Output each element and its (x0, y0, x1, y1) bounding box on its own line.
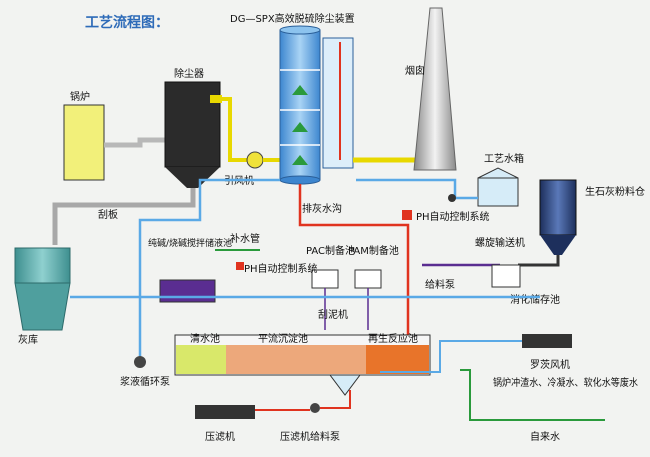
lime-silo-label: 生石灰粉料仓 (585, 185, 645, 198)
dust-collector-shape (164, 81, 221, 168)
diagram-title: 工艺流程图： (85, 14, 169, 31)
pam-label: PAM制备池 (348, 244, 399, 257)
pac-label: PAC制备池 (306, 244, 355, 257)
process-water-pipe (356, 178, 478, 200)
slaking-tank-shape (491, 264, 521, 288)
boiler-label: 锅炉 (70, 91, 90, 103)
tap-water-label: 自来水 (530, 430, 560, 443)
dosing-pipes (324, 288, 369, 330)
tower-bottom (279, 175, 321, 185)
press-feed-pipe (255, 390, 351, 411)
dust-collector-hopper (165, 167, 220, 188)
chimney-label: 烟囱 (405, 64, 425, 77)
settling-pool-sludge (226, 345, 366, 374)
roots-blower-shape (522, 334, 572, 348)
chimney-shape (413, 7, 457, 171)
slurry-recirc-pipe (138, 178, 280, 356)
regen-pool-liquid (366, 345, 429, 374)
clear-pool-label: 清水池 (190, 332, 220, 345)
process-tank-shape (477, 177, 519, 207)
tower-top (279, 25, 321, 35)
lime-silo-cone (540, 235, 576, 255)
ash-bin-shape (14, 247, 71, 284)
tower-label: DG—SPX高效脱硫除尘装置 (230, 12, 355, 25)
fan-shape (246, 151, 264, 169)
drain-ditch-pipe (298, 184, 410, 335)
feed-pump-label: 给料泵 (425, 278, 455, 291)
drain-ditch-label: 排灰水沟 (302, 202, 342, 215)
clear-pool-water (176, 345, 226, 374)
ph-sensor-left-icon (236, 262, 244, 270)
process-tank-label: 工艺水箱 (484, 152, 524, 165)
ash-bin-base (14, 282, 71, 331)
scraper-label: 刮板 (98, 208, 118, 221)
dust-collector-outlet (210, 95, 222, 103)
slaking-tank-label: 消化储存池 (510, 293, 560, 306)
press-feed-pump-icon (310, 403, 320, 413)
screw-conveyor-label: 螺旋输送机 (475, 236, 525, 249)
screw-conveyor-line (518, 255, 560, 267)
tower-arrow-icon-3 (292, 155, 308, 165)
wastewater-label-1: 锅炉冲渣水、冷凝水、软化水等废水 (493, 376, 638, 389)
process-tank-roof (477, 167, 519, 179)
press-feed-pump-label: 压滤机给料泵 (280, 430, 340, 443)
boiler-shape (63, 104, 105, 181)
alkali-tank-label: 纯碱/烧碱搅拌储液池 (148, 237, 232, 249)
settling-pool-label: 平流沉淀池 (258, 332, 308, 345)
filter-press-shape (195, 405, 255, 419)
air-pipe (380, 340, 522, 373)
ph-auto-top-label: PH自动控制系统 (416, 210, 490, 223)
filter-press-label: 压滤机 (205, 430, 235, 443)
ph-sensor-top-icon (402, 210, 412, 220)
scraper-conveyor (52, 188, 196, 245)
regen-pool-label: 再生反应池 (368, 332, 418, 345)
makeup-pipe-label: 补水管 (230, 232, 260, 245)
lime-silo-shape (539, 179, 577, 236)
flue-duct-1 (104, 137, 165, 148)
sludge-hopper (329, 374, 361, 396)
alkali-tank-shape (159, 279, 216, 303)
mud-scraper-label: 刮泥机 (318, 308, 348, 321)
process-pump-icon (448, 194, 456, 202)
tower-side-duct (322, 37, 354, 169)
wastewater-pipe (460, 369, 605, 421)
ph-auto-left-label: PH自动控制系统 (244, 262, 318, 275)
ash-bin-label: 灰库 (18, 333, 38, 346)
roots-blower-label: 罗茨风机 (530, 358, 570, 371)
slurry-pump-icon (134, 356, 146, 368)
dust-collector-label: 除尘器 (174, 67, 204, 80)
tower-arrow-icon (292, 85, 308, 95)
pam-tank-shape (354, 269, 382, 289)
tower-arrow-icon-2 (292, 122, 308, 132)
slurry-pump-label: 浆液循环泵 (120, 375, 170, 388)
flue-duct-2 (220, 97, 250, 162)
